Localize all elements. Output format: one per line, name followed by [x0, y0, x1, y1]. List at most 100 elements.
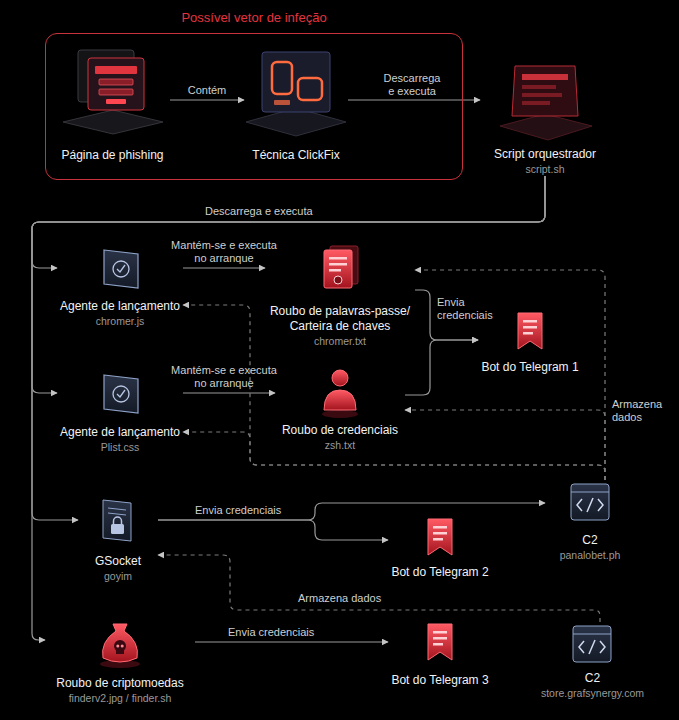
lock-body: [111, 524, 124, 534]
glow-bar: [274, 100, 290, 105]
node-label: Agente de lançamento: [60, 299, 180, 314]
code-line: [522, 74, 568, 80]
node-label: Bot do Telegram 2: [391, 565, 488, 580]
connector: [348, 99, 480, 100]
connector: [32, 176, 545, 393]
node-label: Roubo de credenciais: [282, 423, 398, 438]
dashed-connector: [415, 270, 605, 480]
launch-agent-node: Agente de lançamentoPlist.css: [57, 372, 183, 454]
agent-check: [117, 390, 125, 397]
connector: [195, 641, 388, 642]
edge-label: Descarrega e executa: [381, 72, 443, 98]
screen-bar: [95, 66, 137, 74]
connector: [32, 176, 545, 640]
group-box: Possível vetor de infeçãoPágina de phish…: [45, 33, 463, 180]
tag-line: [523, 332, 533, 335]
document-icon: [324, 250, 352, 288]
screen-field: [99, 79, 133, 85]
node-sublabel: script.sh: [525, 162, 564, 176]
icon-shadow: [322, 410, 358, 418]
group-heading: Possível vetor de infeção: [46, 10, 462, 26]
node-label: Técnica ClickFix: [252, 148, 339, 163]
dashed-connector: [405, 410, 605, 480]
c2-server-node: C2panalobet.ph: [545, 480, 635, 562]
window-bar: [571, 492, 609, 493]
code-chevron: [600, 641, 605, 653]
code-chevron: [598, 499, 603, 511]
script-node: Script orquestradorscript.sh: [480, 50, 610, 176]
backdoor-node: GSocketgoyim: [78, 497, 158, 583]
source-node: Página de phishing: [55, 47, 170, 163]
connector: [32, 176, 545, 520]
laptop-screen: [512, 66, 578, 116]
edge-label: Armazena dados: [298, 592, 381, 605]
edge-label: Envia credenciais: [195, 504, 281, 517]
device-panel: [262, 52, 330, 112]
node-sublabel: chromer.txt: [314, 334, 366, 348]
tag-line: [433, 526, 447, 529]
node-sublabel: finderv2.jpg / finder.sh: [69, 691, 172, 705]
window-bar: [573, 634, 611, 635]
dashed-connector: [183, 305, 605, 480]
skull-eye: [121, 645, 124, 648]
tag-line: [433, 532, 447, 535]
agent-badge: [113, 261, 129, 277]
telegram-bot-node: Bot do Telegram 2: [388, 518, 492, 580]
code-line: [522, 101, 550, 105]
tag-line: [433, 631, 447, 634]
code-chevron: [579, 641, 584, 653]
node-label: Bot do Telegram 1: [481, 360, 578, 375]
node-label: Script orquestrador: [494, 147, 596, 162]
edge-label: Envia credenciais: [228, 626, 314, 639]
code-chevron: [577, 499, 582, 511]
tag-line: [523, 320, 537, 323]
agent-plate: [104, 250, 138, 288]
bot-tag: [428, 624, 452, 660]
agent-plate: [104, 375, 138, 413]
code-line: [522, 93, 562, 97]
skull-jaw: [116, 650, 124, 654]
c2-window: [573, 626, 611, 662]
document-line: [329, 269, 341, 272]
device-base: [63, 110, 163, 134]
document-line: [329, 263, 347, 266]
person-body: [324, 390, 356, 410]
telegram-bot-node: Bot do Telegram 1: [478, 308, 582, 375]
edge-label: Mantém-se e executa no arranque: [164, 364, 284, 390]
tag-line: [433, 643, 443, 646]
connector: [183, 392, 275, 393]
document-seal: [334, 276, 342, 284]
device-screen: [88, 58, 144, 110]
node-label: Bot do Telegram 3: [391, 673, 488, 688]
document-line: [108, 508, 126, 510]
node-sublabel: panalobet.ph: [560, 548, 621, 562]
person-head: [332, 370, 348, 386]
node-label: GSocket: [95, 554, 141, 569]
edge-label: Contém: [182, 84, 232, 97]
node-label: C2: [582, 533, 597, 548]
launch-agent-node: Agente de lançamentochromer.js: [57, 246, 183, 328]
agent-badge: [113, 386, 129, 402]
gsocket-document: [103, 500, 131, 541]
node-label: Roubo de palavras-passe/ Carteira de cha…: [265, 304, 415, 334]
screen-field: [99, 89, 133, 95]
bot-tag: [518, 313, 542, 349]
connector: [158, 503, 545, 520]
node-label: C2: [585, 671, 600, 686]
code-line: [522, 85, 556, 89]
lock-shackle: [114, 517, 122, 524]
c2-window: [571, 484, 609, 520]
money-bag: [103, 624, 138, 662]
telegram-bot-node: Bot do Telegram 3: [388, 622, 492, 688]
laptop-base: [500, 114, 592, 140]
node-label: Agente de lançamento: [60, 425, 180, 440]
edge-label: Envia credenciais: [437, 296, 507, 322]
document-line: [329, 257, 347, 260]
connector: [158, 520, 388, 540]
stealer-node: Roubo de criptomoedasfinderv2.jpg / find…: [45, 615, 195, 705]
skull-eye: [116, 645, 119, 648]
node-sublabel: goyim: [104, 569, 132, 583]
tag-line: [433, 637, 447, 640]
